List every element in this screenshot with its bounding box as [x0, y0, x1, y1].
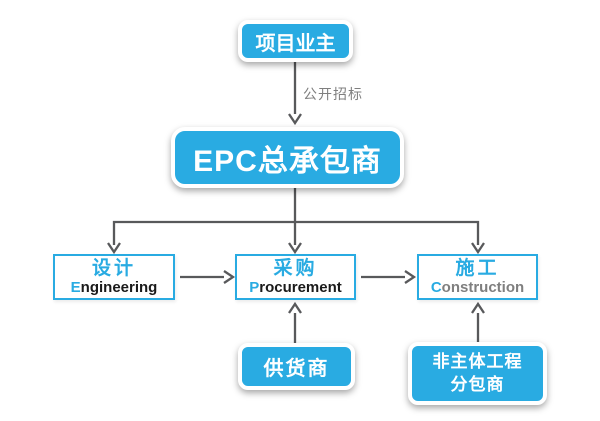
project-owner-label: 项目业主 — [255, 32, 336, 55]
design-en-label: Engineering — [70, 278, 158, 297]
design-en-rest: ngineering — [80, 278, 158, 296]
public-bidding-label: 公开招标 — [303, 86, 363, 102]
procurement-en-rest: rocurement — [259, 278, 342, 296]
arrowhead-right-construction — [404, 270, 417, 284]
construction-en-label: Construction — [430, 278, 525, 297]
node-construction: 施工 Construction — [417, 254, 538, 300]
procurement-en-initial: P — [249, 278, 260, 296]
node-design: 设计 Engineering — [53, 254, 175, 300]
arrowhead-up-procurement — [288, 301, 302, 314]
arrowhead-down-design — [107, 242, 121, 255]
arrowhead-up-construction — [471, 301, 485, 314]
arrowhead-right-procurement — [223, 270, 236, 284]
construction-zh-label: 施工 — [455, 257, 500, 279]
arrowhead-down-procurement — [288, 242, 302, 255]
subcontractor-line1: 非主体工程 — [432, 351, 523, 371]
epc-contractor-label: EPC总承包商 — [193, 144, 382, 178]
procurement-zh-label: 采购 — [273, 257, 318, 279]
design-zh-label: 设计 — [91, 257, 136, 279]
branch-bar — [112, 220, 480, 245]
procurement-en-label: Procurement — [249, 278, 342, 297]
construction-en-initial: C — [430, 278, 442, 296]
arrowhead-down-epc — [288, 113, 302, 126]
node-procurement: 采购 Procurement — [235, 254, 356, 300]
arrowhead-down-construction — [471, 242, 485, 255]
design-en-initial: E — [70, 278, 81, 296]
node-project-owner: 项目业主 — [238, 20, 353, 62]
construction-en-rest: onstruction — [441, 278, 525, 296]
subcontractor-line2: 分包商 — [450, 374, 505, 394]
node-supplier: 供货商 — [238, 343, 355, 390]
supplier-label: 供货商 — [263, 358, 330, 380]
node-subcontractor: 非主体工程 分包商 — [408, 342, 547, 405]
node-epc-contractor: EPC总承包商 — [171, 127, 404, 188]
